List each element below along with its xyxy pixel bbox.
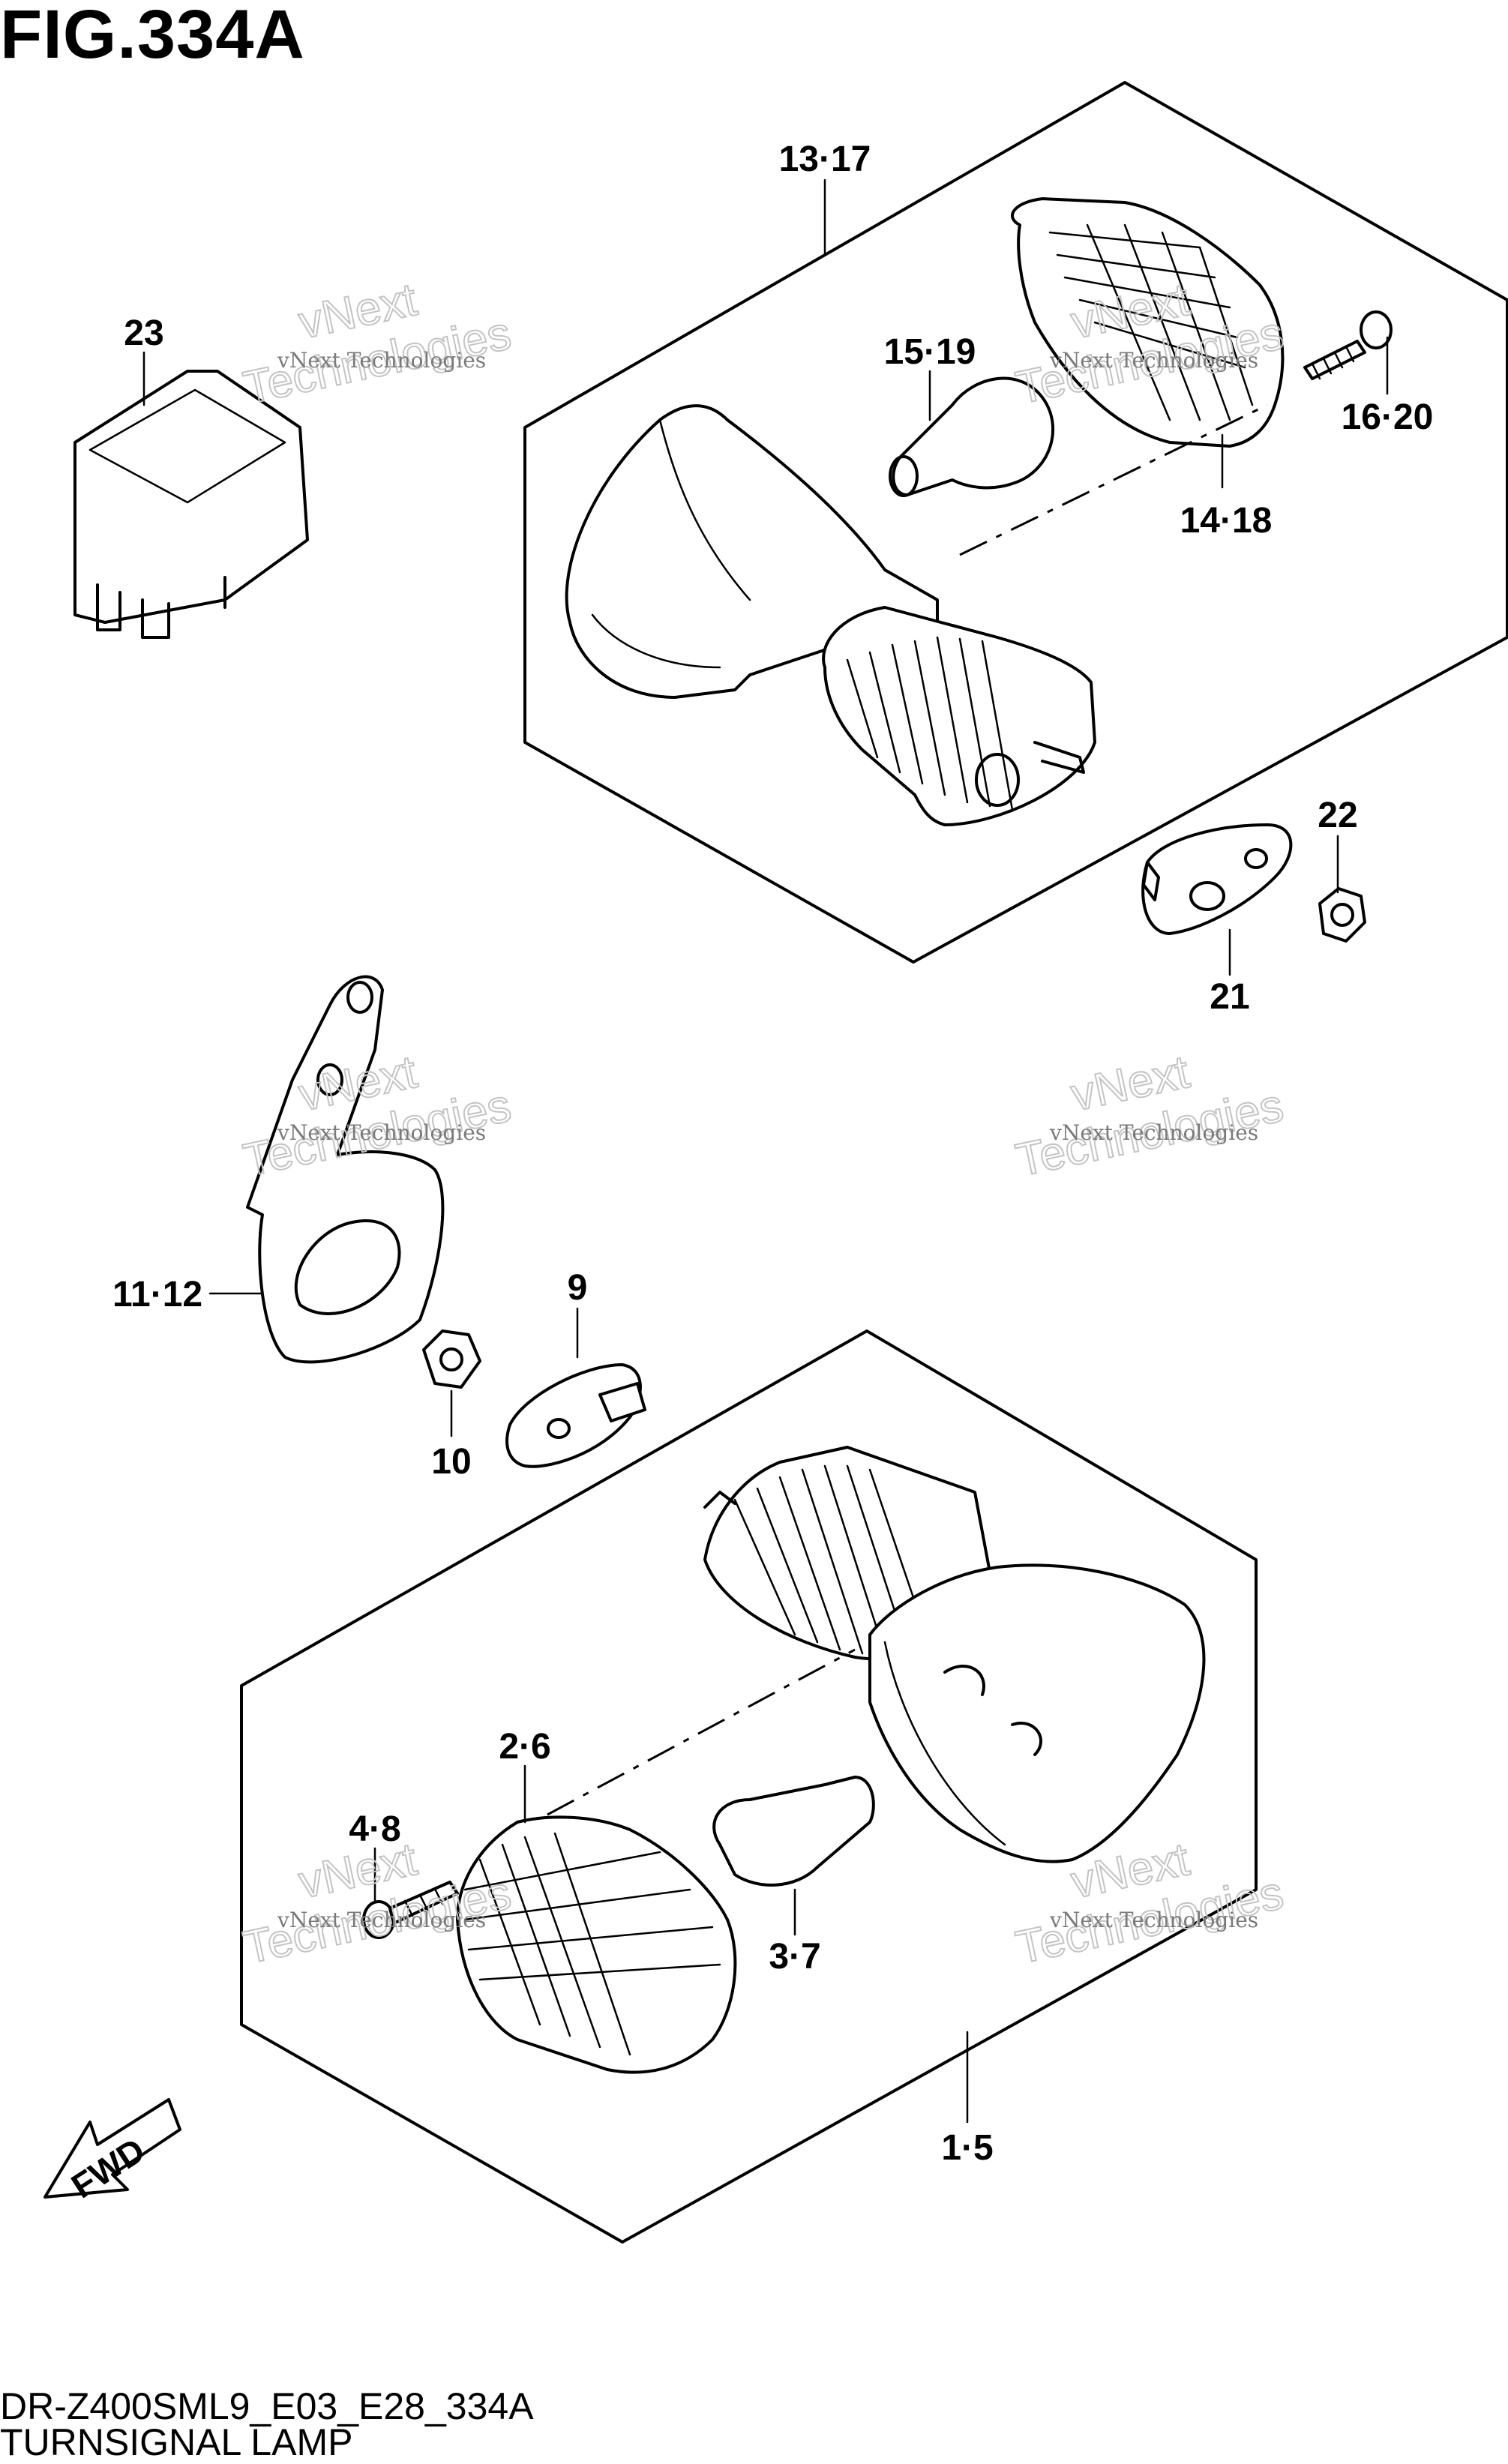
callout-13-17: 13·17 bbox=[779, 139, 871, 179]
lower-lamp-housing bbox=[868, 1563, 1206, 1863]
lower-assembly-box bbox=[240, 1329, 1258, 2244]
svg-text:vNext Technologies: vNext Technologies bbox=[277, 1908, 486, 1932]
hex-nut-upper bbox=[1318, 887, 1366, 943]
upper-bulb bbox=[889, 376, 1055, 497]
callout-16-20: 16·20 bbox=[1342, 397, 1434, 437]
model-code: DR-Z400SML9_E03_E28_334A bbox=[0, 2385, 534, 2427]
watermark-4: vNext Technologies vNext Technologies bbox=[1011, 1045, 1288, 1188]
svg-text:vNext Technologies: vNext Technologies bbox=[1049, 348, 1258, 373]
spacer-plate bbox=[1141, 823, 1293, 935]
leader-lines bbox=[142, 178, 1389, 2124]
callout-14-18: 14·18 bbox=[1180, 501, 1273, 541]
svg-text:vNext Technologies: vNext Technologies bbox=[1049, 1120, 1258, 1145]
callout-10: 10 bbox=[431, 1442, 471, 1482]
callout-4-8: 4·8 bbox=[349, 1809, 400, 1849]
upper-lamp-boot bbox=[822, 606, 1096, 826]
watermark-1: vNext Technologies vNext Technologies bbox=[238, 273, 516, 415]
callout-labels: 13·17 23 15·19 16·20 14·18 22 21 11·12 9… bbox=[112, 139, 1433, 2168]
callout-9: 9 bbox=[568, 1268, 588, 1308]
callout-22: 22 bbox=[1318, 796, 1357, 835]
callout-1-5: 1·5 bbox=[941, 2128, 993, 2168]
mounting-bracket bbox=[246, 975, 445, 1364]
forward-arrow-icon: FWD bbox=[43, 2098, 181, 2205]
upper-axis-line bbox=[959, 403, 1268, 556]
callout-23: 23 bbox=[124, 313, 163, 353]
svg-text:vNext Technologies: vNext Technologies bbox=[277, 1120, 486, 1145]
lower-bulb bbox=[712, 1776, 875, 1887]
svg-text:vNext Technologies: vNext Technologies bbox=[277, 348, 486, 373]
callout-15-19: 15·19 bbox=[884, 332, 976, 372]
upper-screw bbox=[1303, 310, 1393, 380]
figure-title: FIG.334A bbox=[0, 0, 305, 73]
svg-text:vNext Technologies: vNext Technologies bbox=[1049, 1908, 1258, 1932]
lower-axis-line bbox=[547, 1648, 856, 1816]
callout-11-12: 11·12 bbox=[112, 1275, 202, 1314]
callout-3-7: 3·7 bbox=[769, 1937, 820, 1977]
lower-lens bbox=[456, 1815, 737, 2074]
lower-screw bbox=[362, 1881, 459, 1939]
relay bbox=[73, 370, 309, 639]
hex-nut-lower bbox=[422, 1329, 481, 1389]
callout-2-6: 2·6 bbox=[499, 1727, 550, 1767]
upper-lens bbox=[1011, 197, 1285, 448]
section-name: TURNSIGNAL LAMP bbox=[0, 2421, 353, 2463]
upper-assembly-box bbox=[523, 81, 1508, 964]
callout-21: 21 bbox=[1210, 977, 1249, 1017]
lower-spacer-plate bbox=[505, 1363, 646, 1468]
